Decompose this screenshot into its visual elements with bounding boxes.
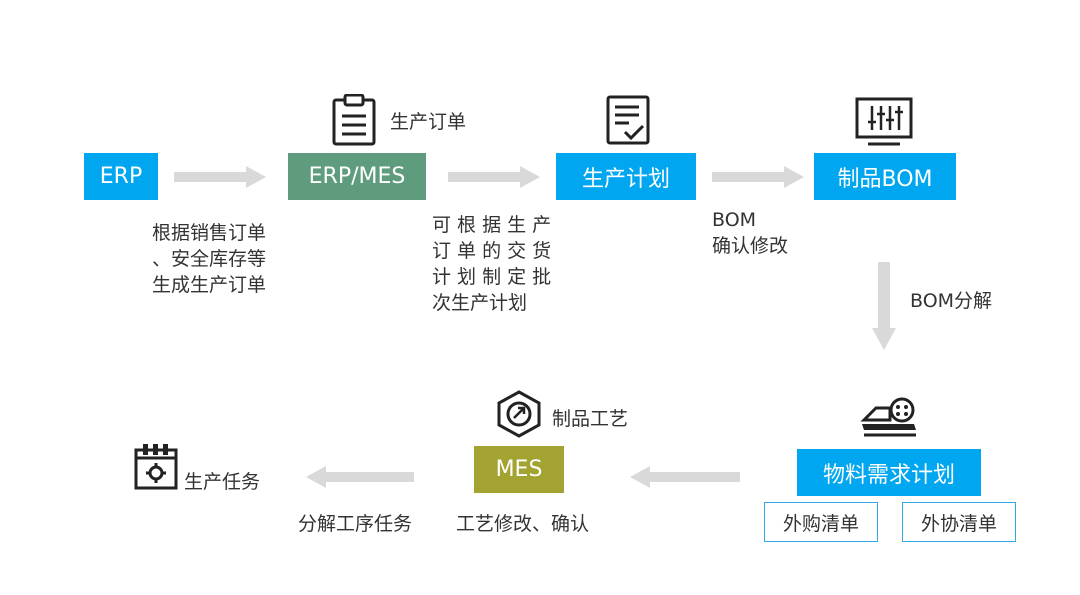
- material-plan-box: 物料需求计划: [797, 449, 981, 496]
- production-task-label: 生产任务: [184, 471, 261, 493]
- clipboard-icon: [330, 93, 378, 146]
- erp-box: ERP: [84, 153, 158, 200]
- bom-note: BOM 确认修改: [712, 209, 789, 257]
- arrow-bom-down: [872, 262, 896, 354]
- erp-mes-box: ERP/MES: [288, 153, 426, 200]
- erp-note: 根据销售订单 、安全库存等 生成生产订单: [152, 222, 267, 296]
- arrow-mes-to-task: [306, 466, 414, 492]
- product-process-label: 制品工艺: [552, 408, 629, 430]
- mes-note: 工艺修改、确认: [456, 513, 590, 535]
- production-order-label: 生产订单: [390, 111, 467, 133]
- arrow-erpmes-to-plan: [448, 166, 540, 192]
- bom-split-label: BOM分解: [910, 290, 993, 312]
- product-bom-box: 制品BOM: [814, 153, 956, 200]
- production-plan-box: 生产计划: [556, 153, 696, 200]
- arrow-plan-to-bom: [712, 166, 804, 192]
- calendar-gear-icon: [133, 442, 179, 490]
- monitor-sliders-icon: [854, 96, 914, 150]
- checklist-document-icon: [605, 95, 653, 145]
- outsource-list-box: 外协清单: [902, 502, 1016, 542]
- erp-mes-note: 可 根 据 生 产 订 单 的 交 货 计 划 制 定 批 次生产计划: [432, 214, 552, 314]
- mes-box: MES: [474, 446, 564, 493]
- arrow-erp-to-erpmes: [174, 166, 266, 192]
- purchase-list-box: 外购清单: [764, 502, 878, 542]
- task-note: 分解工序任务: [298, 513, 413, 535]
- material-machine-icon: [860, 396, 918, 438]
- arrow-material-to-mes: [630, 466, 740, 492]
- process-hexagon-icon: [496, 390, 542, 438]
